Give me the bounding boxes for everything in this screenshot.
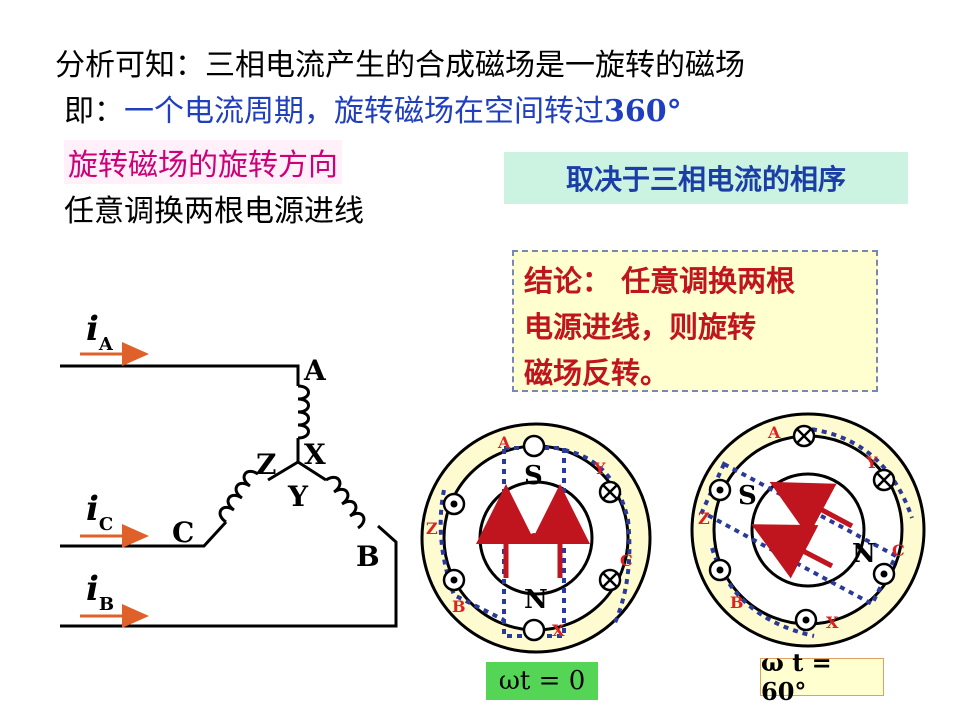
phase-sequence-box: 取决于三相电流的相序 xyxy=(504,152,908,204)
current-label-b: iB xyxy=(86,569,114,615)
right-label-y: Y xyxy=(865,453,878,472)
left-label-a: A xyxy=(497,433,511,452)
left-label-b: B xyxy=(452,597,466,616)
left-label-z: Z xyxy=(426,519,438,538)
left-label-y: Y xyxy=(593,459,606,478)
node-z: Z xyxy=(256,448,276,481)
right-label-x: X xyxy=(826,613,839,632)
right-pole-n: N xyxy=(852,539,876,569)
period-angle: 360° xyxy=(604,94,682,129)
analysis-line: 分析可知：三相电流产生的合成磁场是一旋转的磁场 xyxy=(55,48,745,83)
right-label-a: A xyxy=(767,423,781,442)
left-label-x: X xyxy=(552,621,565,640)
three-phase-circuit: iA iC iB A X Z Y C B xyxy=(60,309,398,628)
conclusion-line-1: 结论： 任意调换两根 xyxy=(524,264,796,298)
node-x: X xyxy=(304,438,326,471)
current-label-a: iA xyxy=(86,309,114,355)
right-label-z: Z xyxy=(698,509,710,528)
conclusion-box: 结论： 任意调换两根 电源进线，则旋转 磁场反转。 xyxy=(512,250,878,392)
period-highlight: 一个电流周期，旋转磁场在空间转过 xyxy=(124,94,604,129)
left-pole-n: N xyxy=(524,585,548,615)
node-b: B xyxy=(356,540,380,573)
node-c: C xyxy=(172,516,194,549)
node-a: A xyxy=(303,354,327,387)
rotation-direction-heading: 旋转磁场的旋转方向 xyxy=(64,140,342,184)
right-pole-s: S xyxy=(738,481,757,511)
right-label-b: B xyxy=(730,593,744,612)
left-label-c: C xyxy=(620,551,633,570)
period-prefix: 即： xyxy=(64,94,124,129)
equation-wt60: ω t = 60° xyxy=(760,648,884,706)
period-statement: 即：一个电流周期，旋转磁场在空间转过360° xyxy=(64,86,682,130)
swap-lines-text: 任意调换两根电源进线 xyxy=(64,194,364,229)
left-pole-s: S xyxy=(524,461,543,491)
current-label-c: iC xyxy=(86,489,113,535)
stator-diagram-wt60: A Y Z C B X S N xyxy=(690,412,926,648)
node-y: Y xyxy=(287,480,309,513)
right-label-c: C xyxy=(892,541,905,560)
conclusion-line-2: 电源进线，则旋转 xyxy=(524,310,757,344)
equation-wt0: ωt = 0 xyxy=(486,662,598,700)
stator-diagram-wt0: A Y Z C B X S N xyxy=(420,422,652,654)
conclusion-line-3: 磁场反转。 xyxy=(524,356,670,390)
